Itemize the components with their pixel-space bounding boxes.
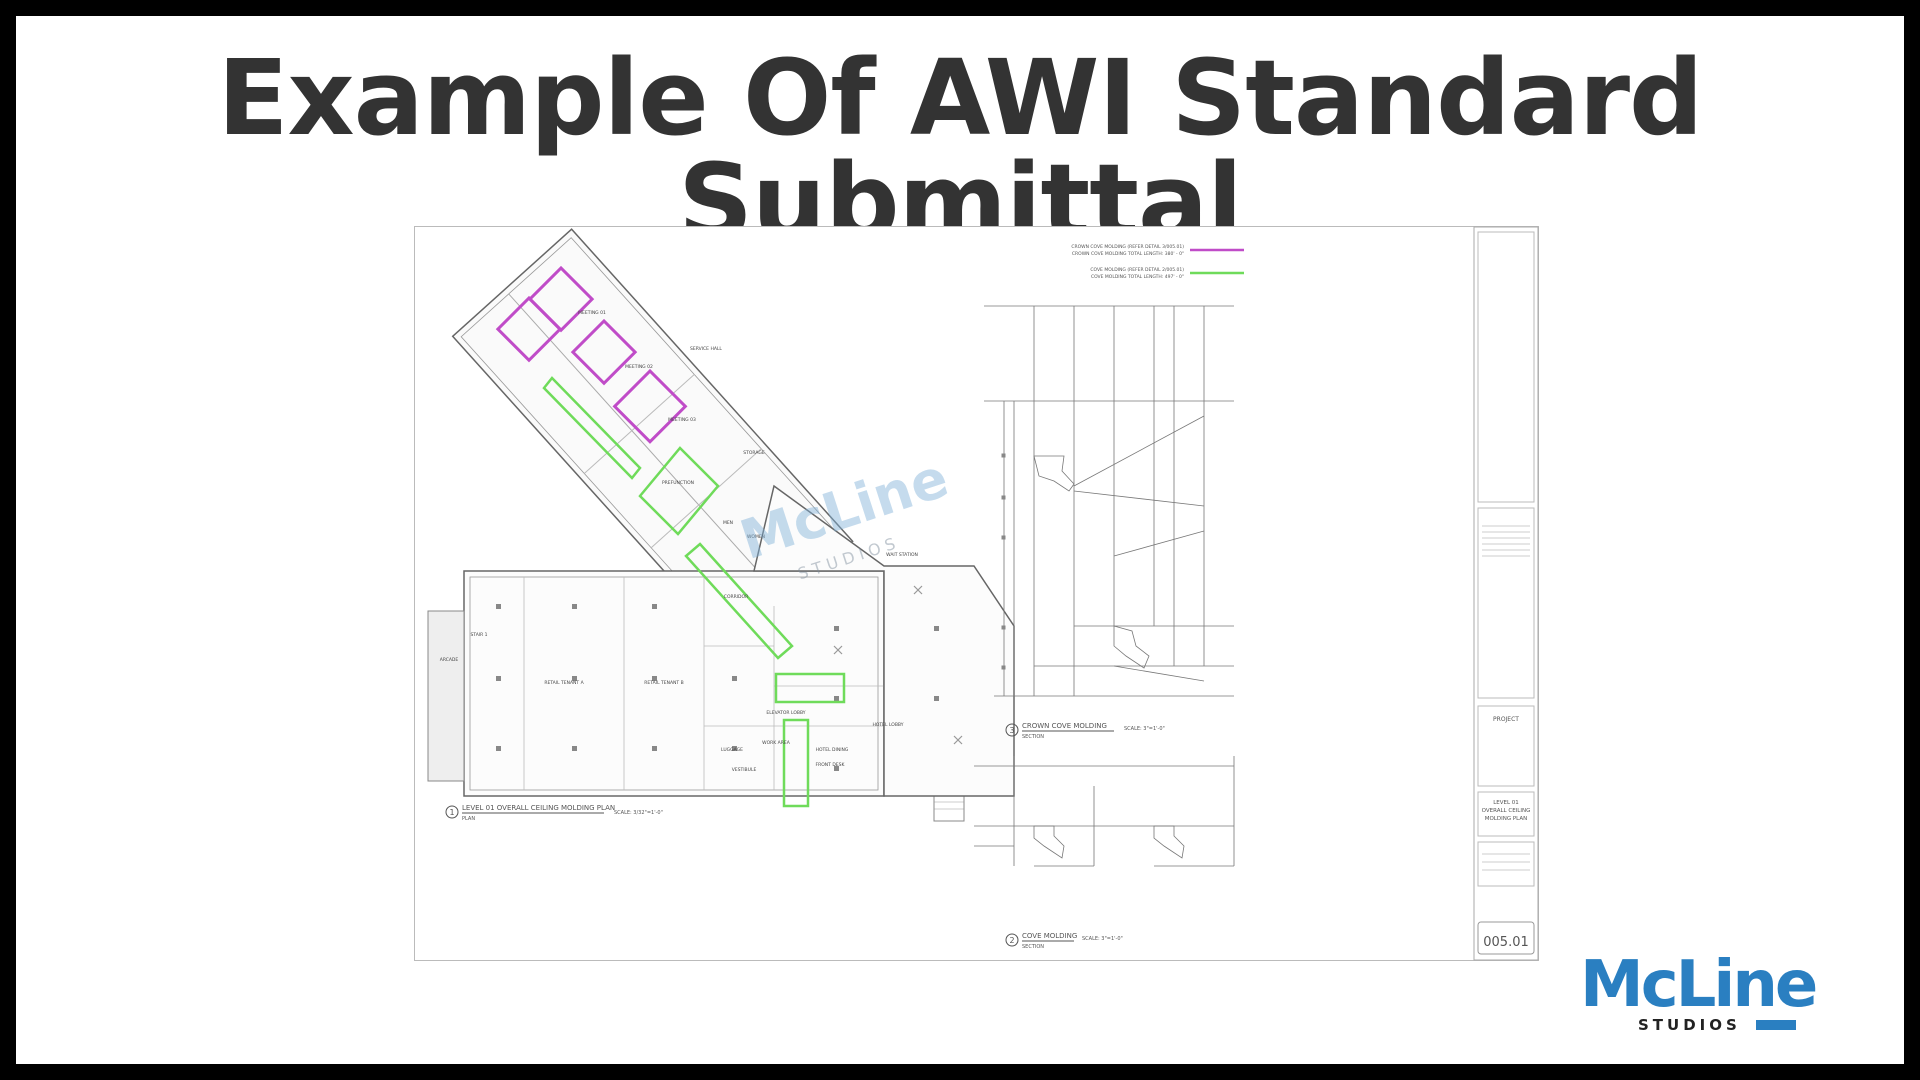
rev-lines — [1482, 853, 1530, 871]
title-block-box-title — [1477, 791, 1535, 837]
room-men: MEN — [723, 520, 733, 526]
room-hotel-lobby: HOTEL LOBBY — [872, 722, 903, 728]
room-retail-a: RETAIL TENANT A — [544, 680, 584, 686]
drawing-svg: PROJECT LEVEL 01 OVERALL CEILING MOLDING… — [414, 226, 1539, 961]
title-block-lines — [1482, 525, 1530, 557]
plan-columns — [496, 604, 939, 771]
room-women: WOMEN — [747, 534, 765, 540]
sheet-number: 005.01 — [1483, 935, 1529, 950]
crown-section-detail — [984, 305, 1234, 697]
floor-plan: MEETING 01 MEETING 02 MEETING 03 SERVICE… — [427, 228, 1015, 822]
room-storage: STORAGE — [743, 450, 765, 456]
title-block-box-notes — [1477, 507, 1535, 699]
title-block-box-rev — [1477, 841, 1535, 887]
sheet-title-line-1: LEVEL 01 — [1493, 800, 1519, 806]
cove-title: COVE MOLDING — [1022, 932, 1077, 940]
room-meeting-01: MEETING 01 — [578, 310, 606, 316]
legend-crown-1: CROWN COVE MOLDING (REFER DETAIL 3/005.0… — [1071, 244, 1184, 250]
plan-scale: SCALE: 3/32"=1'-0" — [614, 810, 663, 816]
room-elevator: ELEVATOR LOBBY — [766, 710, 805, 716]
room-retail-b: RETAIL TENANT B — [644, 680, 683, 686]
sheet-title-line-3: MOLDING PLAN — [1485, 816, 1528, 822]
plan-number: 1 — [449, 808, 454, 817]
logo-sub: STUDIOS — [1638, 1016, 1741, 1034]
plan-sub: PLAN — [462, 816, 475, 822]
plan-partitions — [523, 577, 884, 790]
crown-number-circle — [1005, 723, 1019, 737]
plan-arcade — [427, 610, 465, 782]
room-work-area: WORK AREA — [762, 740, 791, 746]
legend-crown-2: CROWN COVE MOLDING TOTAL LENGTH: 380' - … — [1072, 251, 1184, 257]
logo-main: McLine — [1580, 948, 1816, 1022]
sheet-title-line-2: OVERALL CEILING — [1482, 808, 1531, 814]
drawing-sheet: PROJECT LEVEL 01 OVERALL CEILING MOLDING… — [414, 226, 1539, 961]
room-corridor: CORRIDOR — [724, 594, 748, 600]
room-hotel-dining: HOTEL DINING — [816, 747, 849, 753]
plan-number-circle — [445, 805, 459, 819]
slide: Example Of AWI Standard Submittal PROJEC… — [16, 16, 1904, 1064]
room-prefunction: PREFUNCTION — [662, 480, 694, 486]
room-arcade: ARCADE — [440, 657, 459, 663]
cove-number-circle — [1005, 933, 1019, 947]
crown-title: CROWN COVE MOLDING — [1022, 722, 1107, 730]
room-front-desk: FRONT DESK — [816, 762, 846, 768]
plan-main-block — [463, 570, 885, 797]
crown-number: 3 — [1009, 726, 1014, 735]
room-service-hall: SERVICE HALL — [690, 346, 722, 352]
room-meeting-02: MEETING 02 — [625, 364, 653, 370]
room-vestibule: VESTIBULE — [732, 767, 757, 773]
room-wait-station: WAIT STATION — [886, 552, 918, 558]
cove-number: 2 — [1009, 936, 1014, 945]
legend: CROWN COVE MOLDING (REFER DETAIL 3/005.0… — [1071, 244, 1244, 280]
room-meeting-03: MEETING 03 — [668, 417, 696, 423]
crown-sub: SECTION — [1022, 734, 1044, 740]
slide-title: Example Of AWI Standard Submittal — [217, 37, 1704, 263]
plan-title: LEVEL 01 OVERALL CEILING MOLDING PLAN — [462, 804, 615, 812]
crown-scale: SCALE: 3"=1'-0" — [1124, 726, 1165, 732]
room-luggage: LUGGAGE — [721, 747, 743, 753]
project-label: PROJECT — [1493, 716, 1519, 723]
cove-molding-outlines — [542, 376, 846, 808]
mcline-logo: McLine STUDIOS — [1576, 936, 1836, 1036]
cove-section-detail — [974, 756, 1235, 867]
title-block-box-project — [1477, 705, 1535, 787]
legend-cove-1: COVE MOLDING (REFER DETAIL 2/005.01) — [1090, 267, 1184, 273]
room-stair-1: STAIR 1 — [470, 632, 487, 638]
logo-bar — [1756, 1020, 1796, 1030]
sheet-number-box — [1477, 921, 1535, 955]
logo-svg: McLine STUDIOS — [1580, 948, 1819, 1034]
crown-dims — [1001, 453, 1006, 670]
cove-sub: SECTION — [1022, 944, 1044, 950]
title-block-box-top — [1477, 231, 1535, 503]
title-block — [1473, 226, 1539, 961]
crown-molding-outlines — [495, 265, 688, 444]
legend-cove-2: COVE MOLDING TOTAL LENGTH: 497' - 0" — [1091, 274, 1184, 280]
cove-scale: SCALE: 3"=1'-0" — [1082, 936, 1123, 942]
